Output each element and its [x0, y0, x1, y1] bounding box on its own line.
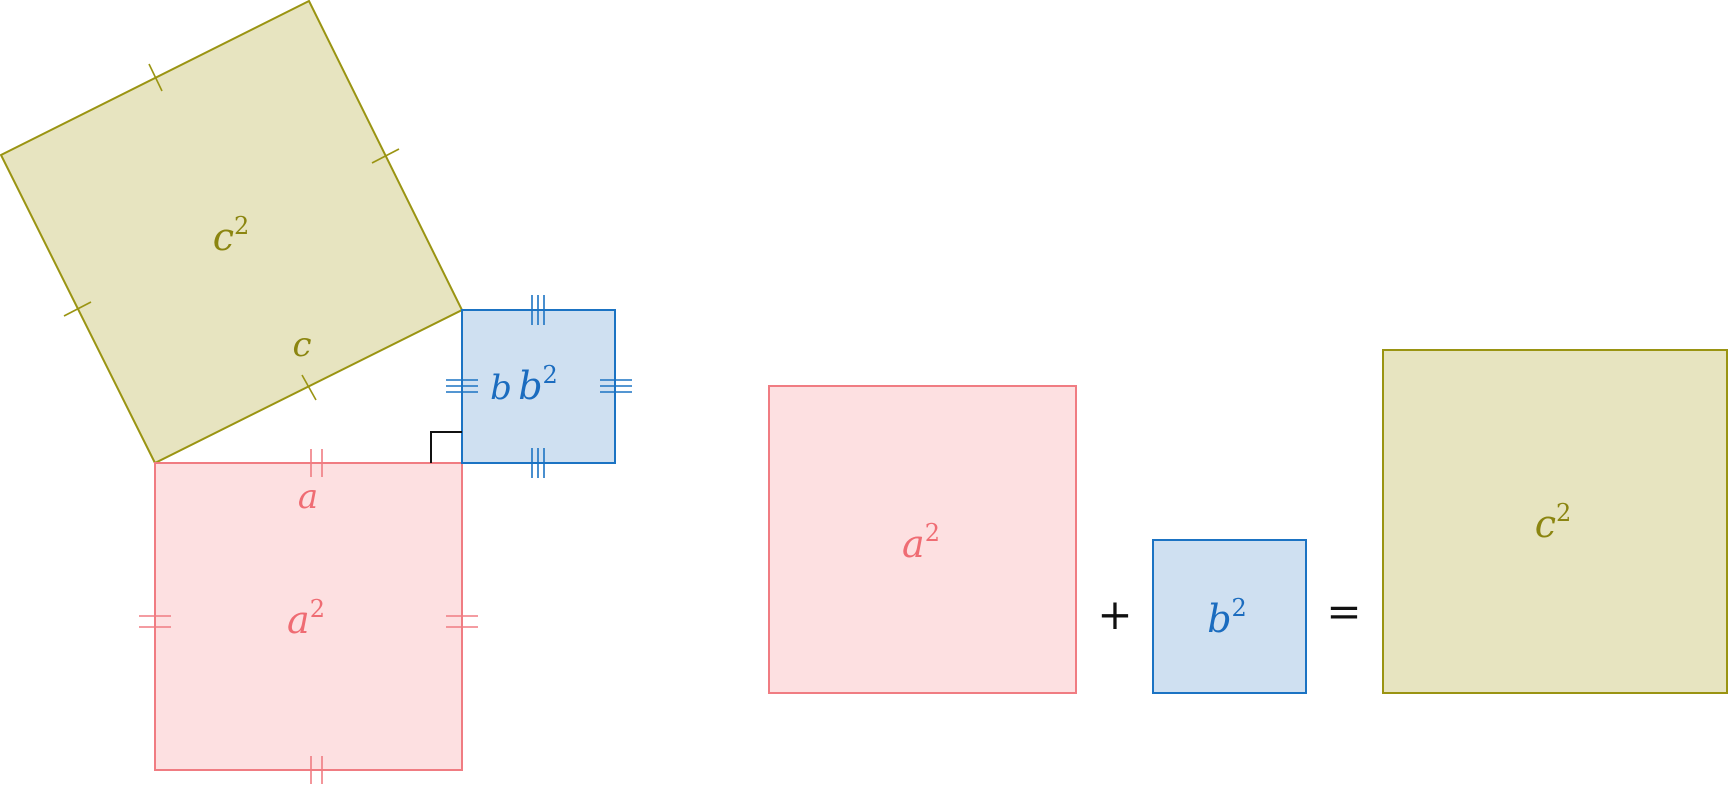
- label-side-a: a: [298, 477, 318, 517]
- right-angle-marker: [430, 431, 462, 463]
- square-a-tick-marks: [139, 449, 478, 784]
- plus-sign: +: [1097, 590, 1132, 639]
- label-area-b: b2: [518, 361, 558, 408]
- square-c-tick-marks: [63, 63, 400, 401]
- equation-label-a: a2: [902, 519, 940, 566]
- left-figure: c c2 a a2 b b2: [0, 0, 632, 784]
- label-side-b: b: [490, 368, 512, 408]
- equation-square-a: [768, 385, 1077, 694]
- equation-square-b: [1152, 539, 1307, 694]
- label-area-a: a2: [287, 595, 325, 642]
- square-b-tick-marks: [446, 295, 632, 478]
- tick-c-bottom: [301, 374, 317, 401]
- label-side-c: c: [292, 325, 311, 365]
- equation-label-c: c2: [1535, 499, 1572, 546]
- tick-c-top: [148, 63, 163, 92]
- tick-c-right: [371, 148, 400, 164]
- equation-label-b: b2: [1207, 594, 1247, 641]
- equation-square-c: [1382, 349, 1728, 694]
- tick-c-left: [63, 301, 92, 317]
- label-area-c: c2: [213, 212, 250, 259]
- equation: a2 + b2 = c2: [768, 349, 1728, 694]
- square-c: [0, 0, 464, 465]
- equals-sign: =: [1326, 587, 1361, 636]
